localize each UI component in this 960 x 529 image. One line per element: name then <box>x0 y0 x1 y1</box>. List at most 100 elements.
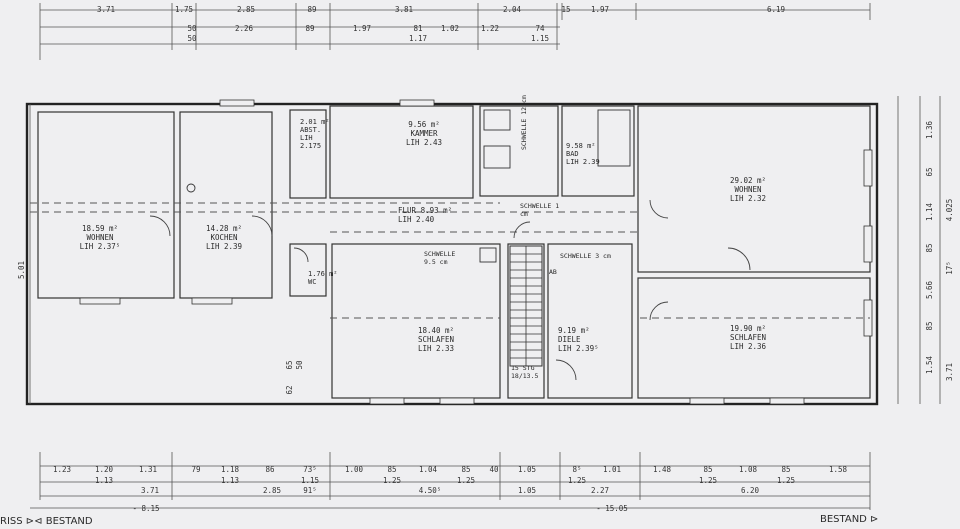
svg-text:17⁵: 17⁵ <box>945 261 954 275</box>
door-swings <box>149 199 751 381</box>
svg-text:50: 50 <box>187 24 197 33</box>
svg-text:1.04: 1.04 <box>419 465 438 474</box>
svg-text:1.20: 1.20 <box>95 465 114 474</box>
svg-text:1.22: 1.22 <box>481 24 499 33</box>
svg-text:1.15: 1.15 <box>531 34 549 43</box>
room-wohnen-right: 29.02 m² WOHNEN LIH 2.32 <box>729 176 767 203</box>
bottom-dimension-lines: 1.23 1.20 1.31 79 1.18 86 73⁵ 1.00 85 1.… <box>30 452 871 513</box>
svg-text:85: 85 <box>703 465 712 474</box>
svg-text:2.26: 2.26 <box>235 24 254 33</box>
bottom-dim-371: 3.71 <box>141 486 159 495</box>
top-dim-6: 2.04 <box>503 5 522 14</box>
room-kammer: 9.56 m² KAMMER LIH 2.43 <box>405 120 443 147</box>
svg-text:1.36: 1.36 <box>925 120 934 139</box>
left-dim-1: 5.01 <box>17 261 26 279</box>
right-dimension-lines: 1.36 65 1.14 85 5.66 85 1.54 4.025 17⁵ 3… <box>897 96 954 404</box>
svg-text:86: 86 <box>265 465 275 474</box>
note-schwelle-1: SCHWELLE 1 cm <box>520 202 560 218</box>
svg-text:1.31: 1.31 <box>139 465 157 474</box>
svg-text:1.23: 1.23 <box>53 465 71 474</box>
svg-text:1.18: 1.18 <box>221 465 240 474</box>
room-kochen: 14.28 m² KOCHEN LIH 2.39 <box>205 224 243 251</box>
top-dim-9: 6.19 <box>767 5 785 14</box>
left-dim-2: 65 <box>285 360 294 369</box>
left-dim-3: 50 <box>295 360 304 370</box>
bathroom-fixtures <box>186 109 631 263</box>
svg-text:1.25: 1.25 <box>568 476 586 485</box>
svg-text:85: 85 <box>925 243 934 252</box>
room-wohnen-left: 18.59 m² WOHNEN LIH 2.37⁵ <box>79 224 121 251</box>
svg-text:1.25: 1.25 <box>699 476 717 485</box>
svg-text:1.25: 1.25 <box>777 476 795 485</box>
room-diele: 9.19 m² DIELE LIH 2.39⁵ <box>558 326 599 353</box>
svg-text:1.01: 1.01 <box>603 465 621 474</box>
svg-text:74: 74 <box>535 24 545 33</box>
svg-text:4.025: 4.025 <box>945 199 954 222</box>
svg-text:85: 85 <box>387 465 396 474</box>
room-schlafen-mid: 18.40 m² SCHLAFEN LIH 2.33 <box>417 326 455 353</box>
note-schwelle-3: SCHWELLE 3 cm <box>560 252 611 260</box>
note-stair: 15 STG 18/13.5 <box>511 364 539 380</box>
room-wc: 1.76 m² WC <box>308 270 338 286</box>
svg-text:3.71: 3.71 <box>945 363 954 381</box>
svg-text:1.02: 1.02 <box>441 24 459 33</box>
section-lines <box>30 202 870 319</box>
svg-text:1.05: 1.05 <box>518 465 536 474</box>
svg-text:1.15: 1.15 <box>301 476 319 485</box>
svg-text:1.13: 1.13 <box>95 476 113 485</box>
note-ab: AB <box>549 268 557 276</box>
svg-text:1.58: 1.58 <box>829 465 848 474</box>
svg-text:73⁵: 73⁵ <box>303 465 317 474</box>
svg-text:91⁵: 91⁵ <box>303 486 317 495</box>
walls <box>25 99 879 406</box>
svg-text:1.14: 1.14 <box>925 202 934 221</box>
svg-text:6.20: 6.20 <box>741 486 760 495</box>
svg-text:1.25: 1.25 <box>457 476 475 485</box>
top-dim-7: 15 <box>561 5 570 14</box>
top-dim-4: 89 <box>307 5 316 14</box>
svg-text:5.66: 5.66 <box>925 280 934 299</box>
room-schlafen-right: 19.90 m² SCHLAFEN LIH 2.36 <box>729 324 767 351</box>
left-dimension-lines: 5.01 65 50 62 <box>17 104 304 404</box>
footer-right: BESTAND ⊳ <box>820 514 879 525</box>
svg-text:1.25: 1.25 <box>383 476 401 485</box>
svg-text:- 8.15: - 8.15 <box>132 504 159 513</box>
top-dim-5: 3.81 <box>395 5 413 14</box>
svg-text:40: 40 <box>489 465 499 474</box>
svg-text:1.17: 1.17 <box>409 34 427 43</box>
svg-text:4.50⁵: 4.50⁵ <box>419 486 442 495</box>
svg-text:1.05: 1.05 <box>518 486 536 495</box>
top-dim-8: 1.97 <box>591 5 609 14</box>
svg-text:1.48: 1.48 <box>653 465 672 474</box>
staircase <box>509 245 543 367</box>
note-schwelle-9: SCHWELLE 9.5 cm <box>424 250 456 266</box>
svg-text:50: 50 <box>187 34 197 43</box>
svg-text:65: 65 <box>925 167 934 176</box>
footer-left: RISS ⊳⊲ BESTAND <box>0 516 93 527</box>
svg-text:1.13: 1.13 <box>221 476 239 485</box>
room-flur: FLUR 8.93 m² LIH 2.40 <box>398 206 453 224</box>
room-bad: 9.58 m² BAD LIH 2.39 <box>566 142 600 166</box>
svg-text:1.54: 1.54 <box>925 355 934 374</box>
room-abst: 2.01 m² ABST. LIH 2.175 <box>300 118 330 150</box>
svg-text:85: 85 <box>925 321 934 330</box>
svg-text:89: 89 <box>305 24 314 33</box>
top-dim-2: 1.75 <box>175 5 193 14</box>
svg-text:1.00: 1.00 <box>345 465 364 474</box>
svg-text:79: 79 <box>191 465 200 474</box>
svg-text:85: 85 <box>461 465 470 474</box>
svg-text:81: 81 <box>413 24 422 33</box>
top-dim-3: 2.85 <box>237 5 255 14</box>
left-dim-4: 62 <box>285 385 294 394</box>
svg-text:8⁵: 8⁵ <box>572 465 581 474</box>
svg-text:1.08: 1.08 <box>739 465 758 474</box>
svg-text:85: 85 <box>781 465 790 474</box>
note-schwelle-12: SCHWELLE 12 cm <box>520 95 528 150</box>
svg-text:- 15.05: - 15.05 <box>596 504 628 513</box>
bottom-dim-285: 2.85 <box>263 486 281 495</box>
svg-text:1.97: 1.97 <box>353 24 371 33</box>
svg-text:2.27: 2.27 <box>591 486 609 495</box>
top-dimension-lines: 3.71 1.75 2.85 89 3.81 2.04 15 1.97 6.19… <box>39 3 871 60</box>
top-dim-1: 3.71 <box>97 5 115 14</box>
